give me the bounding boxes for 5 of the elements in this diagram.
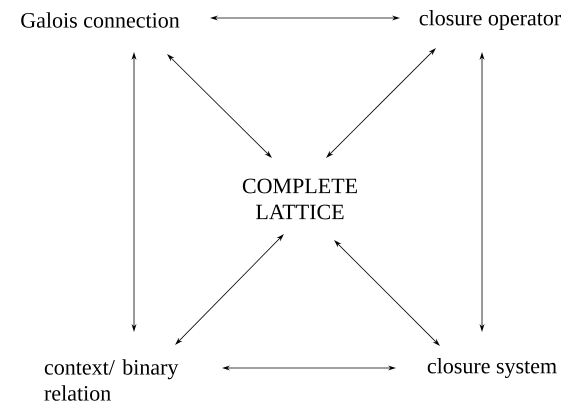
term-label: closure operator: [420, 10, 561, 30]
center-label: COMPLETE LATTICE: [242, 178, 357, 220]
term-label: context/ binary relation: [44, 359, 178, 401]
term-label: closure system: [428, 358, 557, 378]
term-label: Galois connection: [21, 12, 180, 28]
